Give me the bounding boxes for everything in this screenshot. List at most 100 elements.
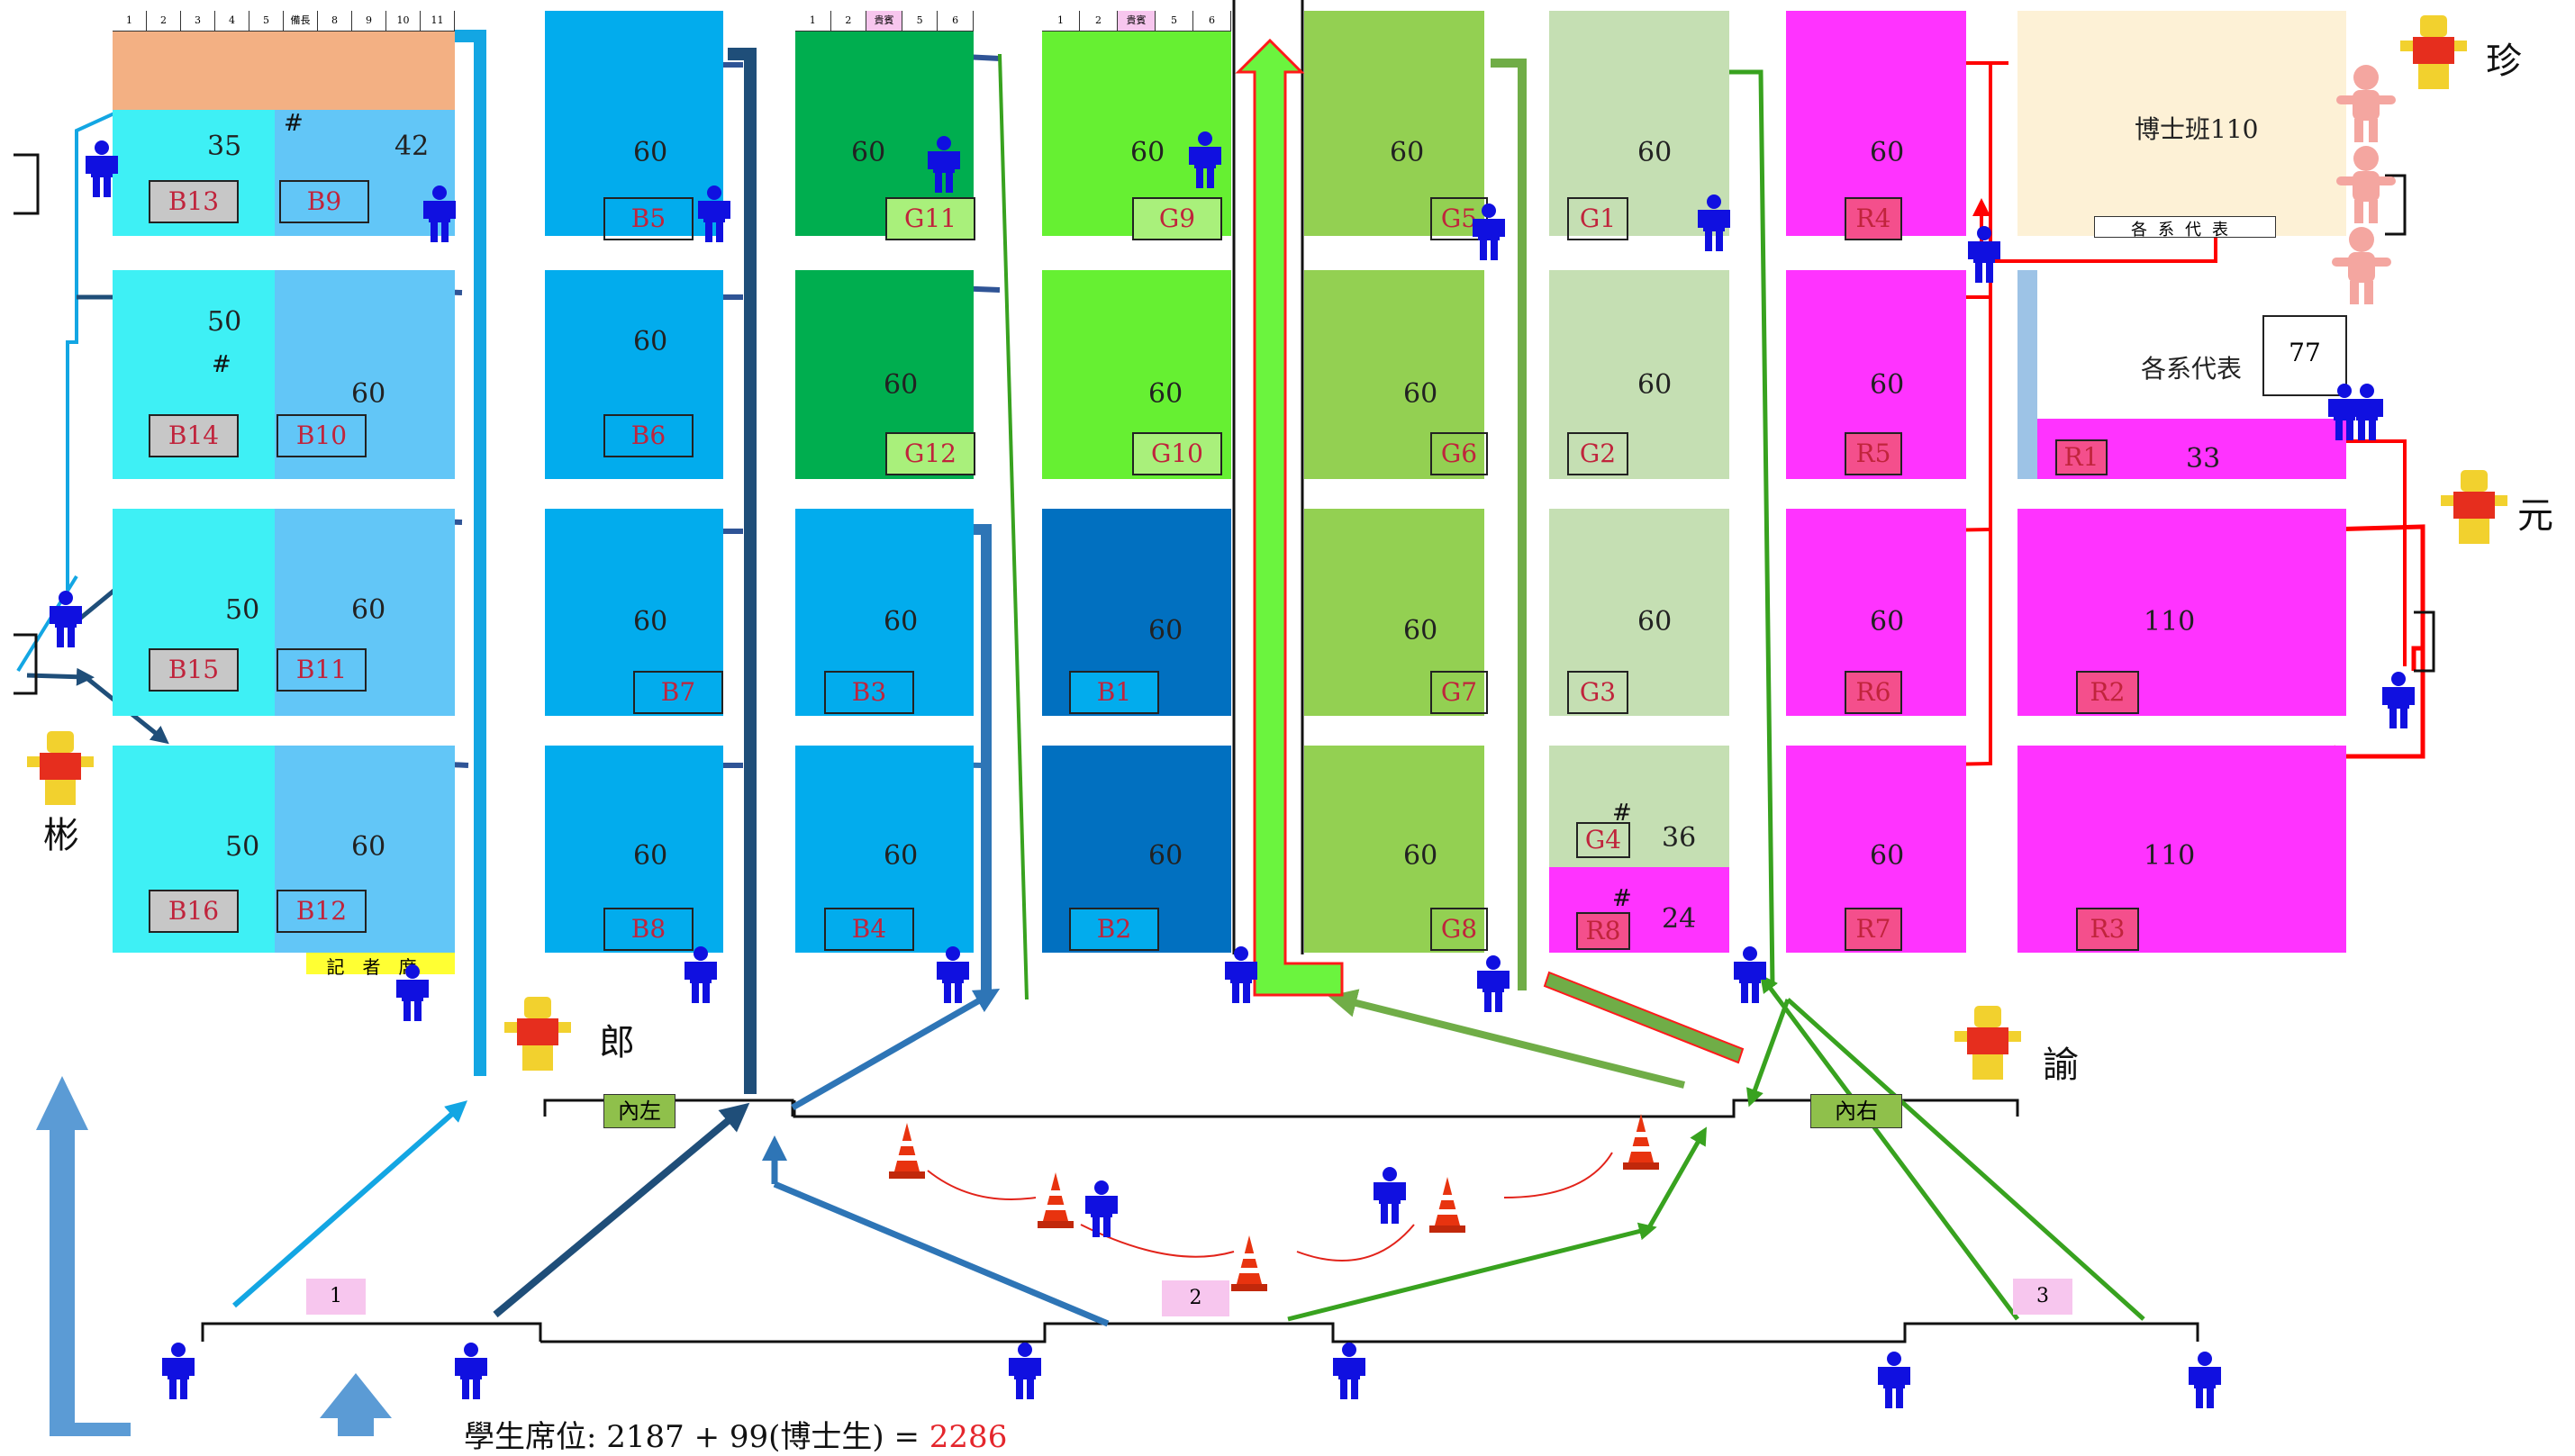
block-b6[interactable]: 60 B6	[545, 270, 723, 479]
block-b7-label[interactable]: B7	[633, 671, 723, 714]
block-g7[interactable]: 60 G7	[1304, 509, 1488, 716]
block-g12-label[interactable]: G12	[885, 432, 975, 475]
block-b11-label[interactable]: B11	[277, 648, 367, 692]
block-b3[interactable]: 60 B3	[795, 509, 974, 716]
block-r6[interactable]: 60 R6	[1786, 509, 1966, 716]
block-g2-capacity: 60	[1637, 369, 1673, 401]
block-b5[interactable]: 60 B5	[545, 11, 723, 240]
usher-icon	[86, 140, 118, 197]
block-r7-label[interactable]: R7	[1845, 908, 1902, 951]
block-r1-capacity: 33	[2186, 443, 2221, 475]
traffic-cone-icon	[1621, 1112, 1661, 1170]
usher-icon	[1009, 1342, 1041, 1399]
block-g4-r8[interactable]: # G4 36 # R8 24	[1549, 746, 1729, 953]
block-g8[interactable]: 60 G8	[1304, 746, 1488, 953]
entrance-2[interactable]: 2	[1162, 1280, 1229, 1316]
block-g3-label[interactable]: G3	[1567, 671, 1628, 714]
block-b15-b11[interactable]: 50 60 B15 B11	[113, 509, 455, 716]
pink-figure-icon	[2336, 65, 2396, 142]
block-b8[interactable]: 60 B8	[545, 746, 723, 953]
pink-figure-icon	[2336, 146, 2396, 223]
block-g3[interactable]: 60 G3	[1549, 509, 1729, 716]
block-b3-label[interactable]: B3	[824, 671, 914, 714]
block-g5[interactable]: 60 G5	[1304, 11, 1488, 240]
block-r3-label[interactable]: R3	[2076, 908, 2139, 951]
block-r6-label[interactable]: R6	[1845, 671, 1902, 714]
block-b1-label[interactable]: B1	[1069, 671, 1159, 714]
block-g1-capacity: 60	[1637, 137, 1673, 168]
block-g4-label[interactable]: G4	[1576, 822, 1630, 858]
block-r8-label[interactable]: R8	[1576, 912, 1630, 950]
olive-red-bar	[1543, 971, 1745, 1064]
block-b1[interactable]: 60 B1	[1042, 509, 1231, 716]
block-b15-capacity: 50	[225, 594, 260, 626]
block-g9-label[interactable]: G9	[1132, 197, 1222, 240]
block-g7-capacity: 60	[1403, 615, 1438, 647]
block-r5[interactable]: 60 R5	[1786, 270, 1966, 479]
block-b13-label[interactable]: B13	[149, 180, 239, 223]
block-g5-label[interactable]: G5	[1430, 197, 1488, 240]
block-r8-capacity: 24	[1662, 903, 1697, 935]
block-b4-label[interactable]: B4	[824, 908, 914, 951]
block-r1-label[interactable]: R1	[2055, 439, 2108, 475]
block-r2-label[interactable]: R2	[2076, 671, 2139, 714]
block-g8-label[interactable]: G8	[1430, 908, 1488, 951]
block-g10-label[interactable]: G10	[1132, 432, 1222, 475]
block-r4[interactable]: 60 R4	[1786, 11, 1966, 240]
block-b16-label[interactable]: B16	[149, 890, 239, 933]
hash-mark: #	[284, 110, 304, 137]
block-b2[interactable]: 60 B2	[1042, 746, 1231, 953]
block-g1[interactable]: 60 G1	[1549, 11, 1729, 240]
block-b2-label[interactable]: B2	[1069, 908, 1159, 951]
block-b10-label[interactable]: B10	[277, 414, 367, 457]
block-b16-b12[interactable]: 50 60 B16 B12	[113, 746, 455, 953]
block-b2-capacity: 60	[1148, 840, 1183, 872]
block-b14-b10[interactable]: 50 # 60 B14 B10	[113, 270, 455, 479]
block-g7-label[interactable]: G7	[1430, 671, 1488, 714]
block-r4-capacity: 60	[1870, 137, 1905, 168]
block-b5-label[interactable]: B5	[603, 197, 694, 240]
block-b5-capacity: 60	[633, 137, 668, 168]
block-b9-label[interactable]: B9	[279, 180, 369, 223]
block-r4-label[interactable]: R4	[1845, 197, 1902, 240]
block-b8-label[interactable]: B8	[603, 908, 694, 951]
usher-icon	[1333, 1342, 1365, 1399]
block-r5-label[interactable]: R5	[1845, 432, 1902, 475]
usher-icon	[1878, 1351, 1910, 1408]
block-b1-capacity: 60	[1148, 615, 1183, 647]
block-g6[interactable]: 60 G6	[1304, 270, 1488, 479]
block-b7[interactable]: 60 B7	[545, 509, 723, 716]
block-g2[interactable]: 60 G2	[1549, 270, 1729, 479]
block-r3[interactable]: 110 R3	[2017, 746, 2346, 953]
usher-icon	[50, 590, 82, 647]
block-g6-label[interactable]: G6	[1430, 432, 1488, 475]
block-b12-label[interactable]: B12	[277, 890, 367, 933]
block-r2[interactable]: 110 R2	[2017, 509, 2346, 716]
block-r5-capacity: 60	[1870, 369, 1905, 401]
block-b15-label[interactable]: B15	[149, 648, 239, 692]
block-g11-capacity: 60	[851, 137, 886, 168]
hash-mark-2: #	[212, 351, 231, 378]
block-g5-capacity: 60	[1390, 137, 1425, 168]
block-g1-label[interactable]: G1	[1567, 197, 1628, 240]
block-b14-label[interactable]: B14	[149, 414, 239, 457]
block-phd[interactable]: 博士班110 各系代表	[2017, 11, 2346, 240]
robot-staff-icon	[504, 997, 571, 1071]
block-dept-reps[interactable]: 各系代表 77 R1 33	[2017, 270, 2347, 479]
block-g12[interactable]: 60 G12	[795, 270, 975, 479]
usher-icon	[162, 1342, 195, 1399]
block-g11-label[interactable]: G11	[885, 197, 975, 240]
entrance-3[interactable]: 3	[2013, 1279, 2072, 1315]
block-r7[interactable]: 60 R7	[1786, 746, 1966, 953]
entrance-1[interactable]: 1	[306, 1279, 366, 1315]
block-b6-label[interactable]: B6	[603, 414, 694, 457]
door-inner-left[interactable]: 內左	[603, 1094, 675, 1128]
block-b4[interactable]: 60 B4	[795, 746, 974, 953]
block-g10[interactable]: 60 G10	[1042, 270, 1231, 479]
door-inner-right[interactable]: 內右	[1810, 1094, 1902, 1128]
block-g2-label[interactable]: G2	[1567, 432, 1628, 475]
